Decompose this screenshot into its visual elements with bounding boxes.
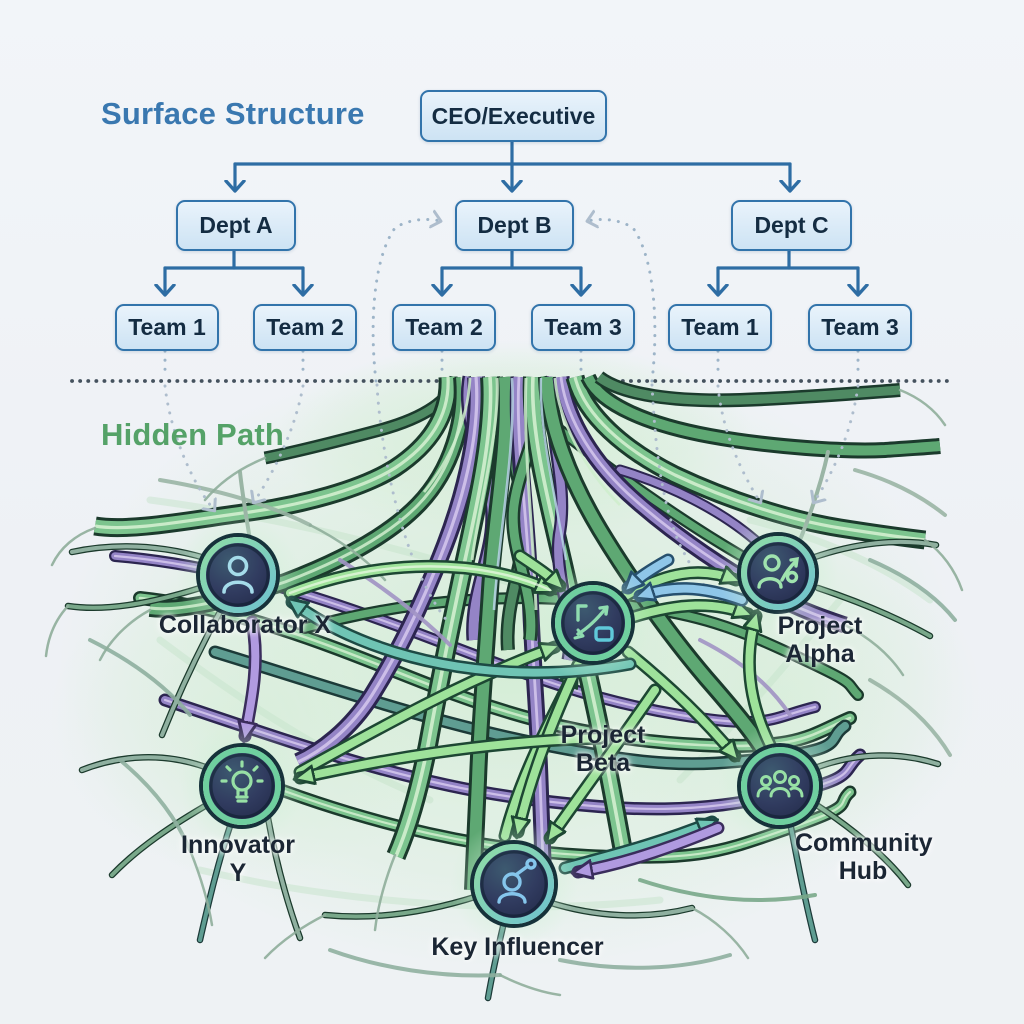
label-community-hub: Community Hub bbox=[795, 829, 933, 885]
person-icon bbox=[222, 555, 254, 594]
org-box-team-a1: Team 1 bbox=[115, 304, 219, 351]
node-project-alpha bbox=[737, 532, 819, 614]
org-box-ceo: CEO/Executive bbox=[420, 90, 607, 142]
node-innovator-y bbox=[199, 743, 285, 829]
label-key-influencer: Key Influencer bbox=[431, 933, 604, 961]
hidden-dashed-links bbox=[163, 383, 860, 624]
lightbulb-icon bbox=[220, 760, 264, 803]
org-box-team-c1: Team 1 bbox=[668, 304, 772, 351]
org-box-dept-b: Dept B bbox=[455, 200, 574, 251]
node-project-beta bbox=[551, 581, 635, 665]
strategy-icon bbox=[573, 604, 614, 642]
surface-structure-title: Surface Structure bbox=[101, 96, 365, 131]
label-project-beta: Project Beta bbox=[560, 721, 646, 777]
hidden-path-title: Hidden Path bbox=[101, 417, 285, 452]
node-community-hub bbox=[737, 743, 823, 829]
org-box-team-a2: Team 2 bbox=[253, 304, 357, 351]
root-strands bbox=[44, 377, 964, 998]
label-collaborator-x: Collaborator X bbox=[158, 611, 332, 639]
org-box-team-b1: Team 2 bbox=[392, 304, 496, 351]
label-project-alpha: Project Alpha bbox=[777, 612, 863, 668]
org-box-team-c2: Team 3 bbox=[808, 304, 912, 351]
network-nodes bbox=[176, 513, 842, 948]
org-box-dept-a: Dept A bbox=[176, 200, 296, 251]
org-box-dept-c: Dept C bbox=[731, 200, 852, 251]
group-icon bbox=[756, 770, 804, 798]
org-box-team-b2: Team 3 bbox=[531, 304, 635, 351]
node-collaborator-x bbox=[196, 533, 280, 617]
label-innovator-y: Innovator Y bbox=[181, 831, 295, 887]
node-key-influencer bbox=[470, 840, 558, 928]
influencer-icon bbox=[497, 858, 537, 904]
person-arrow-icon bbox=[757, 554, 800, 589]
